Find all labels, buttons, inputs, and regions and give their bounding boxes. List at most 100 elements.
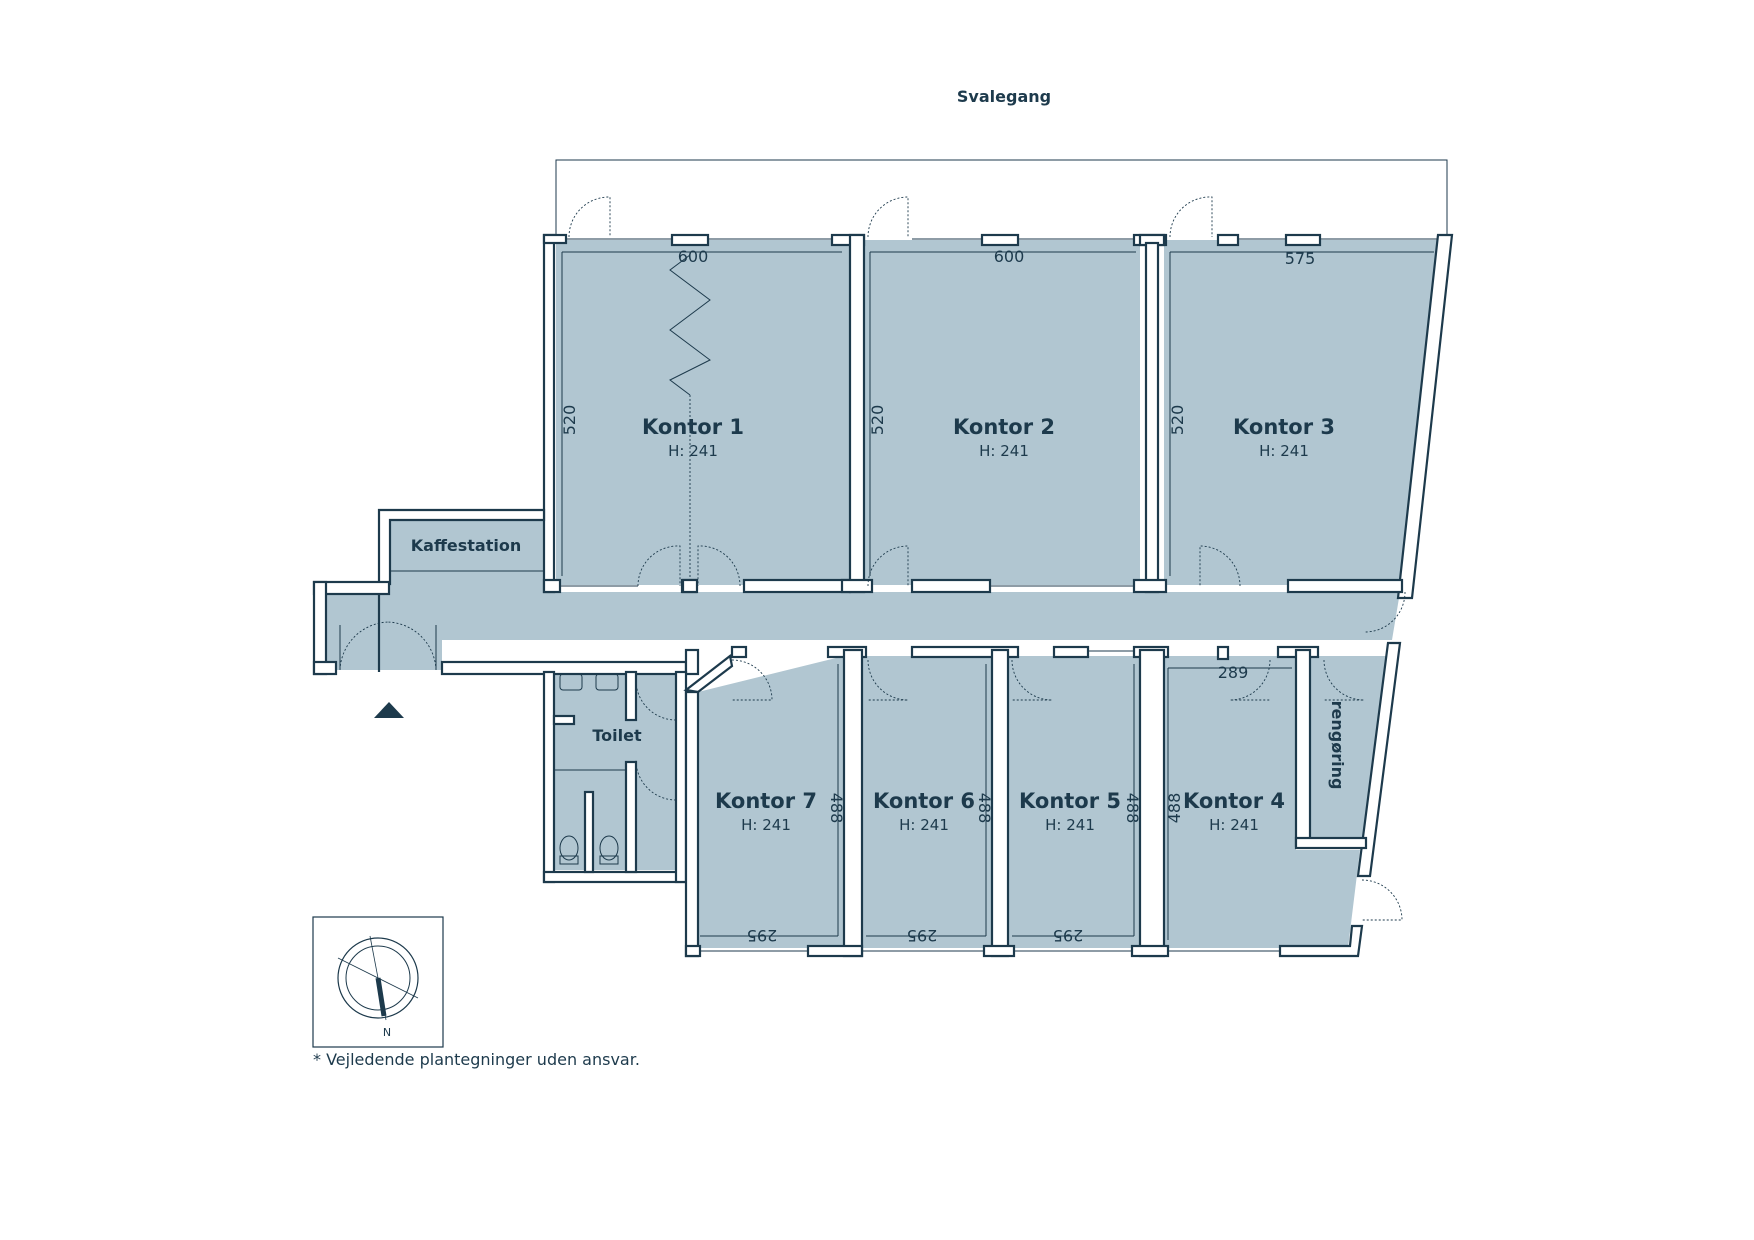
kontor-5-height: H: 241 [1045, 816, 1095, 834]
entrance-area [322, 592, 442, 670]
wall [910, 645, 1020, 659]
kontor-7-height: H: 241 [741, 816, 791, 834]
kontor-5-depth-dim: 488 [1123, 793, 1142, 824]
wall [1396, 233, 1454, 600]
rengoring-area [1310, 656, 1386, 840]
wall [1052, 645, 1090, 659]
wall [1216, 233, 1240, 247]
entrance-arrow-icon [374, 702, 404, 718]
door-swing [867, 545, 909, 587]
kontor-4-depth-dim: 488 [1165, 793, 1184, 824]
wall [1284, 233, 1322, 247]
wall [1294, 836, 1368, 850]
kontor-6-depth-dim: 488 [975, 793, 994, 824]
toilet-label: Toilet [592, 726, 642, 745]
kontor-3-width-dim: 575 [1285, 249, 1316, 268]
wall [542, 578, 562, 594]
kontor-1-height: H: 241 [668, 442, 718, 460]
wall [1138, 648, 1166, 958]
toilet-icon [599, 855, 619, 865]
kontor-1-name: Kontor 1 [642, 415, 744, 439]
door-swing [1361, 879, 1403, 921]
kontor-7-name: Kontor 7 [715, 789, 817, 813]
wall [730, 645, 748, 659]
kontor-7-area [698, 656, 844, 948]
door-swing [1323, 659, 1365, 701]
door-swing [1011, 659, 1053, 701]
wall [542, 233, 568, 245]
svalegang-outline [555, 159, 1448, 237]
disclaimer-text: * Vejledende plantegninger uden ansvar. [313, 1050, 640, 1069]
kontor-4-area [1164, 656, 1360, 948]
kaffestation-label: Kaffestation [411, 536, 522, 555]
wall [542, 870, 688, 884]
wall [624, 670, 638, 722]
door-swing [1363, 591, 1406, 633]
compass-inner-ring [345, 945, 411, 1011]
kontor-2-depth-dim: 520 [868, 405, 887, 436]
kontor-2-name: Kontor 2 [953, 415, 1055, 439]
wall [312, 580, 328, 676]
corridor-area [322, 592, 1400, 640]
wall [670, 233, 710, 247]
sink-icon [559, 673, 583, 691]
kontor-5-area [1008, 656, 1140, 948]
rengoring-label: rengøring [1328, 701, 1347, 790]
kontor-5-name: Kontor 5 [1019, 789, 1121, 813]
wall [1144, 241, 1160, 594]
kontor-1-width-dim: 600 [678, 247, 709, 266]
door-swing [867, 659, 909, 701]
wall [1132, 578, 1168, 594]
compass-needle-icon [375, 977, 387, 1017]
kontor-4-height: H: 241 [1209, 816, 1259, 834]
wall [683, 654, 734, 694]
door-swing [1199, 545, 1241, 587]
compass-outer-ring [337, 937, 419, 1019]
kontor-3-area [1164, 240, 1441, 585]
wall [440, 660, 688, 676]
compass-frame [312, 916, 444, 1048]
wall [1294, 648, 1312, 848]
wall [806, 944, 864, 958]
door-swing [867, 196, 909, 238]
wall [684, 944, 702, 958]
kontor-6-width-dim: 295 [907, 926, 938, 945]
wall [742, 578, 852, 594]
wall [583, 790, 595, 874]
kontor-1-depth-dim: 520 [560, 405, 579, 436]
sink-icon [595, 673, 619, 691]
folding-partition [669, 254, 711, 396]
kontor-2-area [864, 240, 1140, 585]
kontor-7-depth-dim: 488 [827, 793, 846, 824]
kontor-6-height: H: 241 [899, 816, 949, 834]
door-swing [637, 545, 681, 587]
toilet-icon [559, 835, 579, 861]
wall [684, 690, 700, 958]
wall [624, 760, 638, 874]
kontor-2-width-dim: 600 [994, 247, 1025, 266]
wall [1278, 924, 1364, 958]
kontor-3-height: H: 241 [1259, 442, 1309, 460]
wall [542, 233, 556, 594]
wall [840, 578, 874, 594]
kontor-3-name: Kontor 3 [1233, 415, 1335, 439]
svalegang-label: Svalegang [957, 87, 1051, 106]
door-swing [1169, 196, 1213, 238]
wall [1216, 645, 1230, 661]
kontor-2-height: H: 241 [979, 442, 1029, 460]
wall [1130, 944, 1170, 958]
kaffestation-area [390, 520, 544, 592]
wall [848, 233, 866, 594]
kontor-4-width-dim: 289 [1218, 663, 1249, 682]
wall [312, 660, 338, 676]
wall [674, 670, 688, 884]
kontor-7-width-dim: 295 [747, 926, 778, 945]
kontor-1-area [556, 240, 850, 585]
wall [542, 670, 556, 884]
kontor-3-depth-dim: 520 [1168, 405, 1187, 436]
wall [681, 578, 699, 594]
door-swing [731, 659, 773, 701]
wall [982, 944, 1016, 958]
toilet-icon [599, 835, 619, 861]
